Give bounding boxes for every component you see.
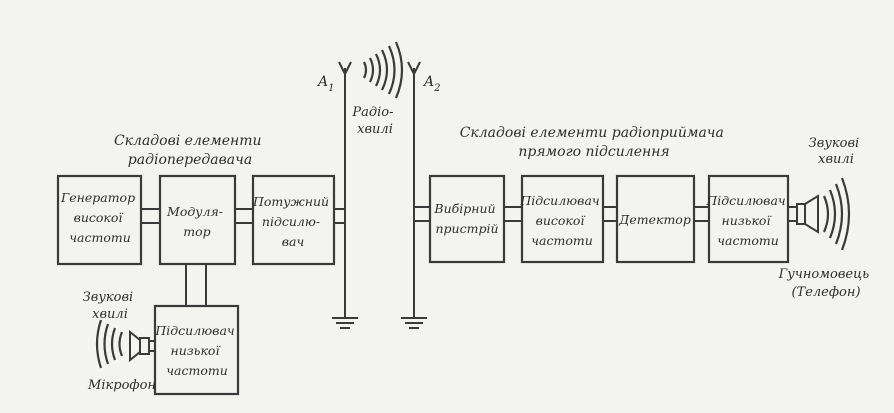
hf-amplifier-block: Підсилювач високої частоти bbox=[519, 174, 605, 264]
generator-box bbox=[56, 174, 143, 266]
loudspeaker-icon bbox=[796, 194, 819, 234]
receiver-title: Складові елементи радіоприймача прямого … bbox=[460, 125, 729, 160]
tx-sound-waves-icon bbox=[95, 319, 124, 369]
rx-lf-amplifier-label: Підсилювач низької частоти bbox=[705, 193, 789, 248]
power-amplifier-block: Потужний підсилю- вач bbox=[251, 174, 336, 266]
rx-sound-waves-icon bbox=[822, 177, 851, 251]
rx-lf-amplifier-block: Підсилювач низької частоти bbox=[705, 174, 790, 264]
selector-label: Вибірний пристрій bbox=[433, 201, 499, 236]
power-amplifier-box bbox=[251, 174, 336, 266]
detector-label: Детектор bbox=[618, 212, 691, 227]
tx-sound-waves-label: Звукові хвилі bbox=[83, 290, 138, 322]
selector-box bbox=[428, 174, 506, 264]
tx-lf-amplifier-label: Підсилювач низької частоти bbox=[154, 323, 238, 378]
generator-block: Генератор високої частоти bbox=[56, 174, 143, 266]
receiver-wiring bbox=[414, 206, 797, 222]
detector-box bbox=[615, 174, 696, 264]
loudspeaker-label: Гучномовець (Телефон) bbox=[778, 267, 874, 300]
selector-block: Вибірний пристрій bbox=[428, 174, 506, 264]
transmitter-title: Складові елементи радіопередавача bbox=[114, 133, 266, 168]
modulator-label: Модуля- тор bbox=[166, 204, 227, 239]
transmitter-wiring bbox=[141, 208, 345, 306]
hf-amplifier-label: Підсилювач високої частоти bbox=[519, 193, 603, 248]
tx-lf-amplifier-block: Підсилювач низької частоти bbox=[153, 304, 240, 396]
detector-block: Детектор bbox=[615, 174, 696, 264]
antenna-a2 bbox=[401, 61, 427, 329]
modulator-block: Модуля- тор bbox=[158, 174, 237, 266]
radio-waves-label: Радіо- хвилі bbox=[351, 105, 397, 137]
antenna-a1 bbox=[332, 61, 358, 329]
rx-sound-waves-label: Звукові хвилі bbox=[809, 136, 864, 167]
rx-lf-amplifier-box bbox=[707, 174, 790, 264]
modulator-box bbox=[158, 174, 237, 266]
microphone-label: Мікрофон bbox=[87, 378, 156, 393]
power-amplifier-label: Потужний підсилю- вач bbox=[252, 194, 333, 249]
microphone-icon bbox=[129, 329, 155, 363]
antenna-a1-label: A1 bbox=[316, 74, 335, 94]
radio-waves-icon bbox=[363, 41, 404, 99]
hf-amplifier-box bbox=[520, 174, 605, 264]
antenna-a2-label: A2 bbox=[422, 74, 441, 94]
generator-label: Генератор високої частоти bbox=[60, 190, 139, 245]
